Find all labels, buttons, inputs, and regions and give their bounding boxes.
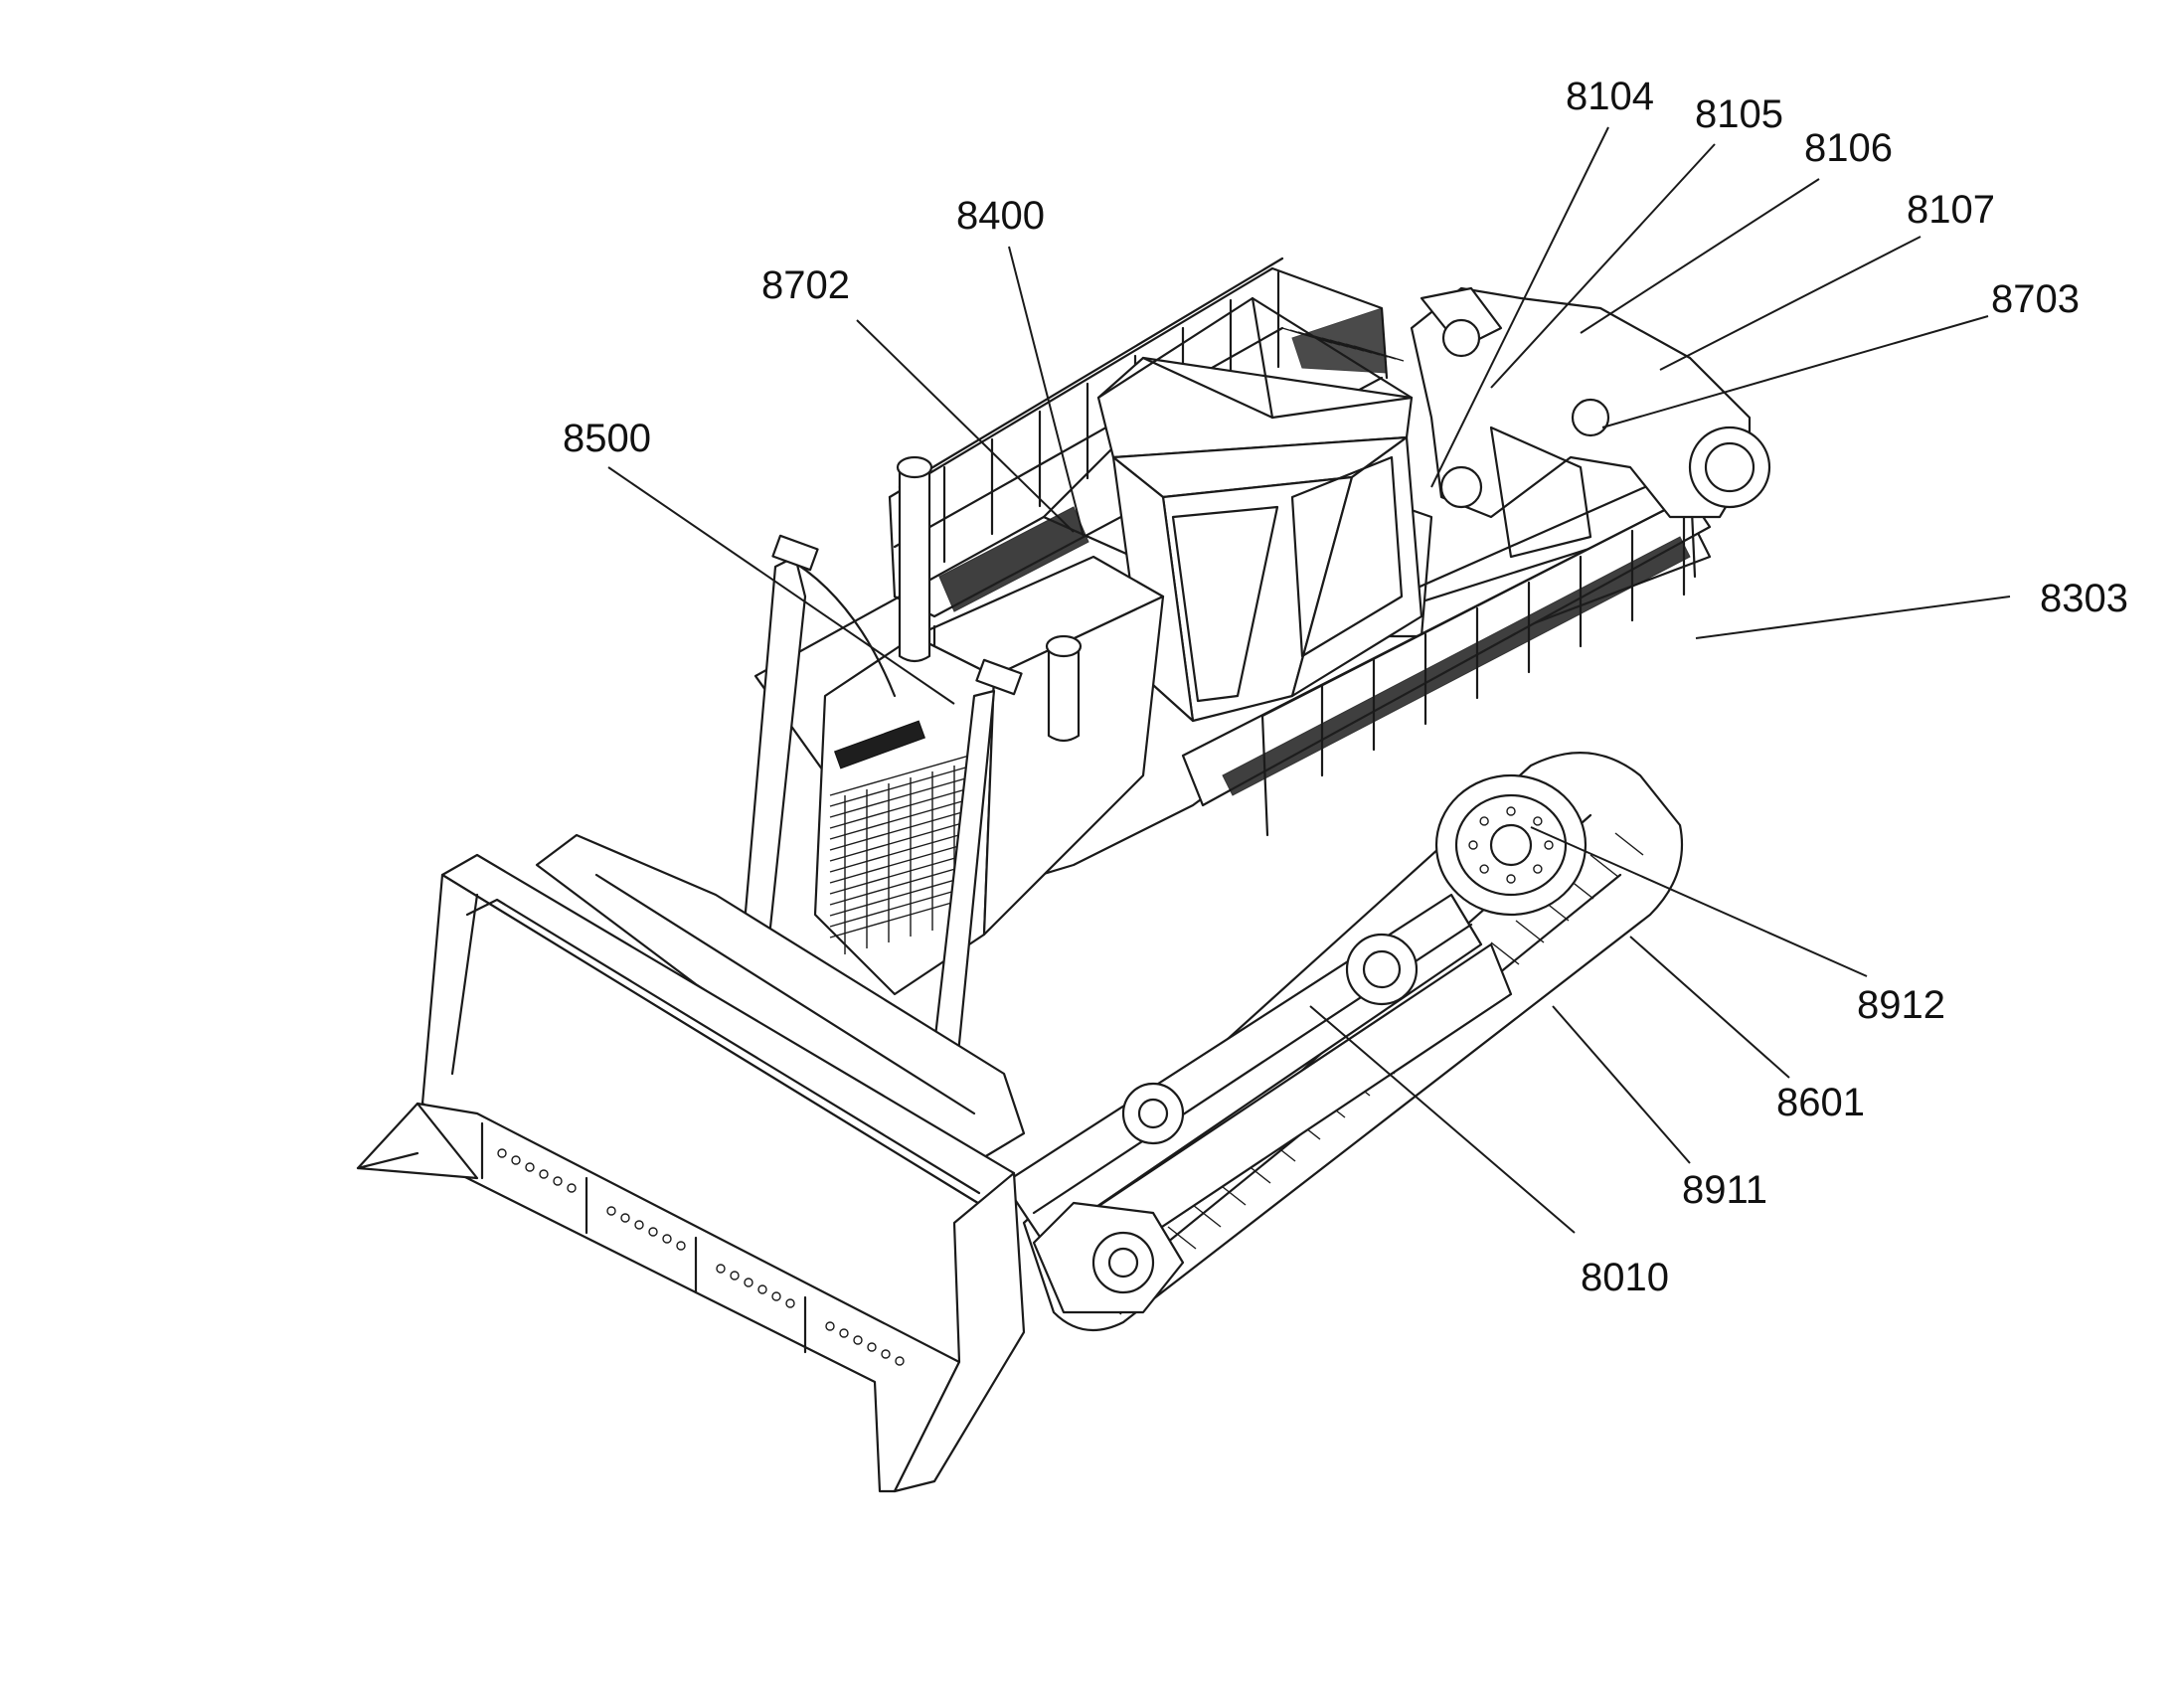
blade-bolt [867,1342,877,1352]
radiator-slat [829,886,970,928]
leader-line-8107 [1659,236,1922,371]
track-shoe [1589,854,1619,878]
track-shoe [1614,832,1644,856]
blade-bolt [895,1356,905,1366]
lift-cylinders [739,534,1023,1096]
sprocket-bolt [1479,864,1489,874]
callout-label-8912: 8912 [1857,983,1945,1027]
blade-bolt [785,1298,795,1308]
blade-bolt [648,1227,658,1237]
callout-label-8106: 8106 [1804,126,1893,170]
callout-label-8911: 8911 [1682,1168,1767,1212]
blade-bolt [839,1328,849,1338]
sprocket-wheel [1434,773,1588,917]
radiator-slat [829,755,970,796]
radiator-slat [829,809,970,851]
callout-label-8601: 8601 [1776,1081,1865,1124]
blade-bolt [620,1213,630,1223]
callout-label-8104: 8104 [1566,75,1654,118]
leader-lines [607,126,2011,1234]
sprocket-bolt [1468,840,1478,850]
blade-bolt [662,1234,672,1244]
radiator-slat [829,864,970,906]
blade-bolt [553,1176,563,1186]
callout-label-8107: 8107 [1907,188,1995,232]
blade-bolt [730,1271,740,1281]
callout-label-8105: 8105 [1695,92,1783,136]
leader-line-8105 [1490,143,1716,389]
leader-line-8912 [1530,826,1868,977]
radiator-slat [829,853,970,895]
blade-bolt [771,1291,781,1301]
callout-labels: 8104 8105 8106 8107 8400 8702 8703 8500 8303 8912… [563,75,2128,1299]
blade-bolt [744,1278,753,1287]
blade-bolt [757,1284,767,1294]
engine-hood [813,555,1165,996]
radiator-slat [829,820,970,862]
sprocket-bolt [1544,840,1554,850]
radiator-slat [829,776,970,818]
radiator-slat [829,831,970,873]
track-shoe [1515,920,1545,943]
radiator-slat [829,766,970,807]
blade-bolt [525,1162,535,1172]
leader-line-8303 [1695,596,2011,639]
track-shoe [1192,1204,1222,1228]
front-idler [1032,1201,1185,1314]
leader-line-8601 [1629,936,1790,1079]
blade-bolt [606,1206,616,1216]
leader-line-8104 [1430,126,1609,488]
sprocket-bolt [1533,816,1543,826]
blade-bolt [497,1148,507,1158]
sprocket-bolt [1506,874,1516,884]
leader-line-8500 [607,466,955,705]
leader-line-8911 [1552,1005,1691,1164]
blade-bolt [567,1183,577,1193]
sprocket-bolt [1506,806,1516,816]
cab-vent-slat [1353,345,1405,362]
dozer-blade [356,853,1026,1493]
leader-line-8702 [856,319,1075,533]
blade-bolt [634,1220,644,1230]
operator-cab [1096,296,1423,723]
exhaust-stacks [896,455,1083,743]
blade-bolt [716,1264,726,1274]
rear-railing [888,256,1389,618]
sprocket-bolt [1479,816,1489,826]
track-shoe [1167,1226,1197,1250]
left-track-frame [1002,893,1513,1294]
blade-bolt [853,1335,863,1345]
callout-label-8400: 8400 [956,194,1045,238]
leader-line-8703 [1601,315,1989,428]
radiator-slat [829,842,970,884]
blade-bolt [676,1241,686,1251]
blade-bolt [511,1155,521,1165]
radiator-slat [829,897,970,939]
radiator-slat [829,798,970,840]
leader-line-8010 [1309,1005,1576,1234]
callout-label-8702: 8702 [761,263,850,307]
callout-label-8500: 8500 [563,417,651,460]
callout-label-8010: 8010 [1581,1256,1669,1299]
radiator-slat [829,875,970,917]
leader-line-8106 [1580,178,1820,334]
callout-label-8703: 8703 [1991,277,2080,321]
blade-bolt [825,1321,835,1331]
blade-bolt [881,1349,891,1359]
leader-line-8400 [1008,246,1085,538]
sprocket-bolt [1533,864,1543,874]
blade-bolt [539,1169,549,1179]
radiator-slat [829,787,970,829]
callout-label-8303: 8303 [2040,577,2128,620]
rear-ripper [1410,286,1771,559]
